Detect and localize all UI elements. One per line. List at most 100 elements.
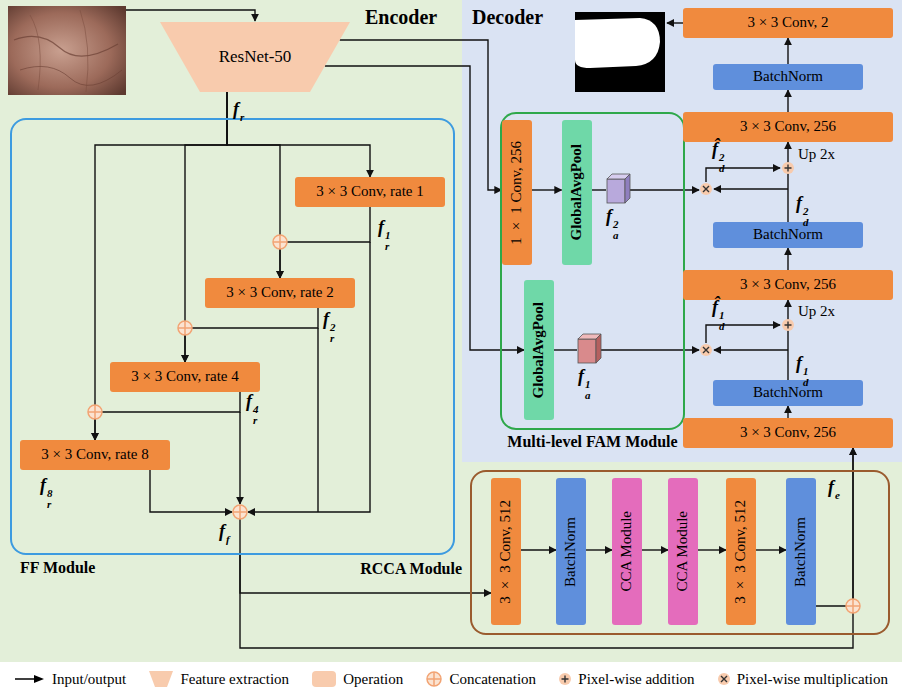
addition-sample bbox=[562, 676, 569, 683]
wire bbox=[706, 325, 780, 343]
flow-arrow bbox=[816, 448, 853, 606]
wire bbox=[553, 349, 577, 350]
feature-symbol: f̂d1 bbox=[712, 298, 725, 332]
flow-arrow bbox=[227, 92, 370, 177]
input-image bbox=[14, 36, 118, 56]
wire bbox=[239, 519, 240, 555]
wire bbox=[667, 22, 683, 23]
concat-symbol bbox=[846, 599, 860, 613]
conv-block: 1 × 1 Conv, 256 bbox=[502, 120, 532, 265]
wire bbox=[601, 349, 699, 350]
batchnorm-block: BatchNorm bbox=[713, 380, 863, 406]
feature-symbol: f̂d2 bbox=[712, 140, 725, 174]
legend-swatch bbox=[425, 670, 443, 688]
concat-symbol bbox=[178, 321, 192, 335]
concat-sample bbox=[427, 672, 441, 686]
flow-arrow bbox=[756, 549, 786, 550]
conv-block: 3 × 3 Conv, 512 bbox=[491, 478, 521, 625]
conv-block: 3 × 3 Conv, 256 bbox=[683, 418, 893, 448]
input-image bbox=[8, 6, 126, 95]
feature-symbol: fr1 bbox=[378, 218, 391, 252]
concat-symbol bbox=[88, 405, 102, 419]
legend-swatch bbox=[148, 670, 174, 688]
conv-block: 3 × 3 Conv, 256 bbox=[683, 112, 893, 142]
wire bbox=[630, 189, 699, 190]
block-label: 3 × 3 Conv, rate 1 bbox=[316, 183, 423, 200]
module-frame: RCCA Module3 × 3 Conv, 512BatchNormCCA M… bbox=[470, 470, 890, 635]
flow-arrow bbox=[240, 555, 491, 593]
trapezoid-sample bbox=[149, 671, 173, 687]
concat-symbol bbox=[88, 405, 102, 419]
module-frame: Multi-level FAM Module1 × 1 Conv, 256Glo… bbox=[500, 112, 685, 430]
backbone-block: ResNet-50 bbox=[160, 22, 350, 92]
wire bbox=[126, 10, 255, 21]
flow-arrow bbox=[698, 549, 726, 550]
wire bbox=[239, 412, 240, 504]
block-label: GlobalAvgPool bbox=[530, 302, 547, 398]
feature-symbol: fe bbox=[828, 478, 840, 501]
batchnorm-block: BatchNorm bbox=[713, 222, 863, 248]
block-label: 3 × 3 Conv, 256 bbox=[740, 118, 836, 135]
feature-symbol: fa2 bbox=[606, 207, 619, 241]
legend-text: Concatenation bbox=[449, 671, 536, 688]
encoder-ground bbox=[0, 0, 902, 662]
feature-cube bbox=[596, 334, 601, 363]
concat-symbol bbox=[846, 599, 860, 613]
flow-arrow bbox=[787, 248, 788, 270]
concat-symbol bbox=[178, 321, 192, 335]
concat-symbol bbox=[273, 235, 287, 249]
feature-symbol: fr4 bbox=[246, 392, 259, 426]
block-label: BatchNorm bbox=[753, 384, 823, 401]
flow-arrow bbox=[787, 90, 788, 112]
block-label: CCA Module bbox=[618, 511, 635, 591]
decoder-region: DecoderMulti-level FAM Module1 × 1 Conv,… bbox=[462, 0, 902, 462]
feature-symbol: fd1 bbox=[796, 354, 809, 388]
legend-item: Pixel-wise multiplication bbox=[717, 671, 888, 688]
legend-text: Operation bbox=[343, 671, 403, 688]
flow-arrow bbox=[787, 38, 788, 64]
concat-sample bbox=[427, 672, 441, 686]
legend-text: Pixel-wise multiplication bbox=[737, 671, 888, 688]
legend-swatch bbox=[311, 670, 337, 688]
flow-arrow bbox=[227, 92, 280, 278]
region-title: Decoder bbox=[472, 6, 543, 29]
addition-symbol bbox=[782, 162, 794, 174]
legend-item: Operation bbox=[311, 670, 403, 688]
feature-symbol: fa1 bbox=[578, 367, 591, 401]
conv-block: 3 × 3 Conv, rate 8 bbox=[20, 440, 170, 470]
flow-arrow bbox=[787, 406, 788, 418]
addition-symbol bbox=[782, 319, 794, 331]
flow-arrow bbox=[185, 92, 227, 362]
flow-arrow bbox=[185, 308, 318, 362]
multiply-symbol bbox=[703, 186, 709, 192]
flow-arrow bbox=[240, 448, 853, 648]
wire bbox=[317, 328, 318, 512]
feature-cube bbox=[578, 334, 601, 363]
batchnorm-block: BatchNorm bbox=[713, 64, 863, 90]
batchnorm-block: BatchNorm bbox=[786, 478, 816, 625]
legend-swatch bbox=[717, 672, 731, 686]
region-title: FF Module bbox=[20, 559, 95, 577]
feature-cube bbox=[578, 339, 596, 363]
legend-item: Input/output bbox=[14, 671, 126, 688]
addition-sample bbox=[559, 673, 571, 685]
conv-block: 3 × 3 Conv, rate 2 bbox=[205, 278, 355, 308]
pooling-block: GlobalAvgPool bbox=[562, 120, 592, 265]
concat-symbol bbox=[846, 599, 860, 613]
wire bbox=[590, 189, 606, 190]
wire bbox=[714, 349, 788, 350]
block-label: BatchNorm bbox=[753, 226, 823, 243]
block-label: BatchNorm bbox=[792, 517, 809, 587]
feature-cube bbox=[607, 179, 625, 203]
concat-symbol bbox=[178, 321, 192, 335]
concat-symbol bbox=[233, 505, 247, 519]
concat-symbol bbox=[273, 235, 287, 249]
feature-symbol: ff bbox=[219, 522, 230, 545]
operation-note: Up 2x bbox=[798, 146, 835, 163]
flow-arrow bbox=[340, 40, 502, 190]
flow-arrow bbox=[787, 300, 788, 380]
feature-cube bbox=[625, 174, 630, 203]
